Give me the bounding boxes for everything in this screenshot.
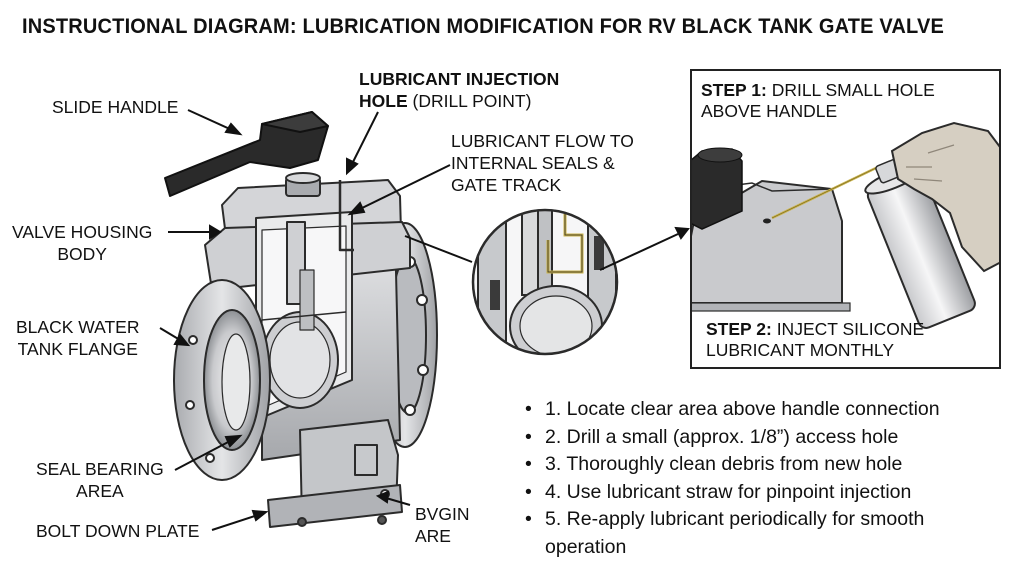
instruction-list: 1. Locate clear area above handle connec…	[525, 396, 940, 561]
step1-text-b: ABOVE HANDLE	[701, 101, 838, 121]
label-bvgin-line1: BVGIN	[415, 504, 470, 524]
diagram-title: INSTRUCTIONAL DIAGRAM: LUBRICATION MODIF…	[22, 14, 945, 38]
label-valve-housing: VALVE HOUSING BODY	[12, 221, 152, 265]
step1-label: STEP 1:	[701, 80, 767, 100]
label-seal-line1: SEAL BEARING	[36, 459, 164, 479]
label-flow-line3: GATE TRACK	[451, 175, 562, 195]
instruction-text: 5. Re-apply lubricant periodically for s…	[545, 508, 925, 530]
label-flange-line1: BLACK WATER	[16, 317, 140, 337]
instruction-text: 3. Thoroughly clean debris from new hole	[545, 453, 903, 475]
instruction-item: 2. Drill a small (approx. 1/8”) access h…	[525, 424, 940, 452]
instruction-item: 5. Re-apply lubricant periodically for s…	[525, 506, 940, 561]
instruction-text: 2. Drill a small (approx. 1/8”) access h…	[545, 425, 899, 448]
label-injection-hole-rest: (DRILL POINT)	[407, 91, 532, 111]
step-illustration	[692, 121, 999, 329]
label-lubricant-flow: LUBRICANT FLOW TO INTERNAL SEALS & GATE …	[451, 130, 634, 196]
label-injection-hole-word: HOLE	[359, 91, 408, 111]
valve-body	[164, 111, 438, 528]
label-seal-bearing: SEAL BEARING AREA	[36, 458, 164, 502]
instruction-item: 4. Use lubricant straw for pinpoint inje…	[525, 479, 940, 507]
detail-magnifier	[471, 208, 619, 356]
label-housing-line1: VALVE HOUSING	[12, 222, 153, 242]
label-bolt-down-plate: BOLT DOWN PLATE	[36, 521, 200, 541]
label-bvgin: BVGIN ARE	[415, 503, 469, 547]
label-flange-line2: TANK FLANGE	[17, 339, 138, 359]
label-seal-line2: AREA	[76, 481, 124, 501]
instruction-text: 4. Use lubricant straw for pinpoint inje…	[545, 480, 912, 503]
label-black-water-flange: BLACK WATER TANK FLANGE	[16, 316, 140, 360]
label-bvgin-line2: ARE	[415, 526, 451, 546]
label-injection-hole-line1: LUBRICANT INJECTION	[359, 69, 560, 89]
instruction-item: 1. Locate clear area above handle connec…	[525, 396, 940, 424]
instruction-text: 1. Locate clear area above handle connec…	[545, 398, 940, 420]
instruction-text-continued: operation	[545, 535, 627, 558]
step2-label: STEP 2:	[706, 319, 772, 339]
leader-lines	[159, 109, 690, 531]
step2-text-b: LUBRICANT MONTHLY	[706, 340, 894, 360]
step1-text-a: DRILL SMALL HOLE	[766, 80, 935, 100]
label-housing-line2: BODY	[57, 244, 107, 264]
instruction-item: 3. Thoroughly clean debris from new hole	[525, 451, 940, 479]
label-flow-line2: INTERNAL SEALS &	[451, 153, 615, 173]
label-slide-handle: SLIDE HANDLE	[52, 97, 179, 117]
step2-text-a: INJECT SILICONE	[771, 319, 925, 339]
label-flow-line1: LUBRICANT FLOW TO	[451, 131, 634, 151]
